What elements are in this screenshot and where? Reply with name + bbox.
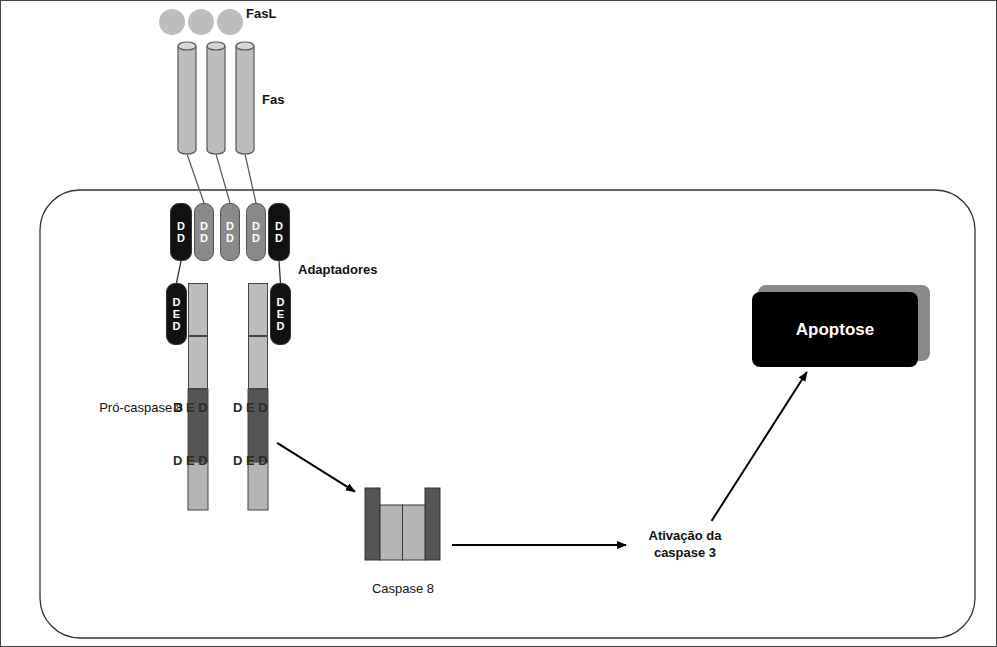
caspase-8-shape: [365, 488, 440, 560]
domain-letters: D D: [176, 220, 187, 244]
death-domain: D D: [268, 203, 290, 261]
ligand-label: FasL: [246, 6, 276, 21]
step-text: Ativação da caspase 3: [632, 526, 738, 564]
flow-arrow: [277, 443, 355, 492]
link-line: [177, 261, 182, 283]
fas-receptors: [178, 42, 256, 203]
flow-arrow: [712, 372, 807, 521]
cylinder-side: [206, 46, 207, 150]
fasl-ligands: [159, 9, 243, 35]
death-domain: D D: [220, 203, 240, 261]
effector-domain: D E D: [248, 336, 268, 389]
large-subunit: [365, 488, 380, 560]
small-subunit: [403, 505, 426, 560]
cylinder-side: [177, 46, 178, 150]
procaspase-bars: [188, 389, 268, 510]
flow-arrow: [452, 544, 626, 546]
ligand-circle: [188, 9, 214, 35]
enzyme-shape: Caspase 8: [360, 486, 446, 596]
cylinder-top: [207, 42, 225, 50]
small-segment: [248, 462, 268, 510]
small-subunit: [380, 505, 403, 560]
death-domain: D D: [246, 203, 266, 261]
receptor-stem: [245, 154, 256, 203]
receptor-label: Fas: [262, 92, 284, 107]
domain-letters: D D: [199, 220, 210, 244]
cylinder-side: [195, 46, 196, 150]
node-text: Pró-caspase 8: [99, 400, 183, 415]
death-domain: D D: [170, 203, 192, 261]
domain-letters: D E D: [233, 454, 246, 468]
cylinder-side: [224, 46, 225, 150]
large-subunit: [425, 488, 440, 560]
catalytic-segment: [188, 389, 208, 462]
cylinder-side: [235, 46, 236, 150]
cylinder-body: [178, 46, 196, 150]
effector-domain: D E D: [188, 283, 208, 336]
node-text: Apoptose: [796, 320, 874, 340]
effector-domain: D E D: [188, 336, 208, 389]
effector-domain: D E D: [270, 283, 291, 345]
cylinder-body: [207, 46, 225, 150]
catalytic-segment: [248, 389, 268, 462]
domain-letters: D E D: [171, 296, 182, 332]
node-text: Caspase 8: [372, 581, 434, 596]
receptor-stem: [216, 154, 230, 203]
procaspase-complex: D E DD E DD E DD E DPró-caspase 8: [186, 283, 272, 510]
ligand-circle: [217, 9, 243, 35]
cell-membrane: [40, 190, 975, 638]
domain-letters: D D: [251, 220, 262, 244]
link-line: [279, 261, 281, 283]
node-text: Ativação da caspase 3: [632, 528, 738, 562]
cylinder-top: [178, 42, 196, 50]
small-segment: [188, 462, 208, 510]
ligand-circle: [159, 9, 185, 35]
cylinder-side: [253, 46, 254, 150]
domain-letters: D E D: [173, 454, 186, 468]
adaptor-label: Adaptadores: [298, 262, 377, 277]
domain-letters: D E D: [233, 401, 246, 415]
receptor-stem: [187, 154, 204, 203]
domain-letters: D E D: [275, 296, 286, 332]
cylinder-body: [236, 46, 254, 150]
effector-domain: D E D: [166, 283, 187, 345]
domain-letters: D D: [274, 220, 285, 244]
death-domain: D D: [194, 203, 214, 261]
cylinder-top: [236, 42, 254, 50]
domain-letters: D D: [225, 220, 236, 244]
outcome-box: Apoptose: [752, 292, 918, 367]
effector-domain: D E D: [248, 283, 268, 336]
